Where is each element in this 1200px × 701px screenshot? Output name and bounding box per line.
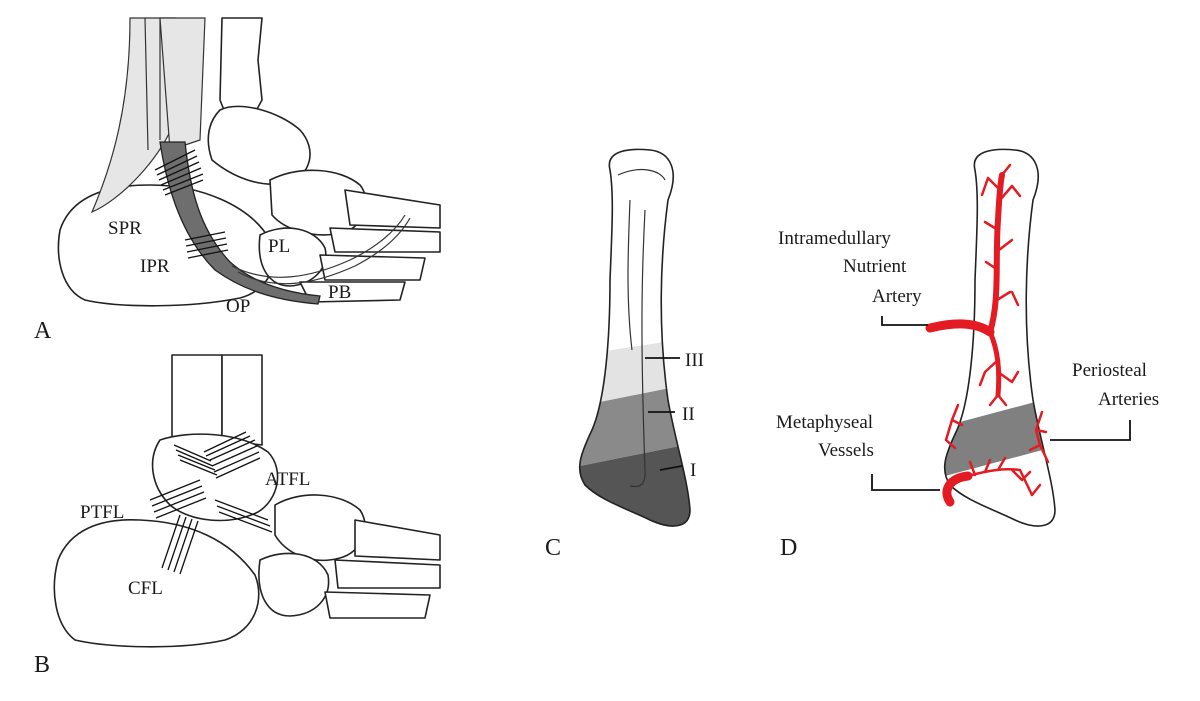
label-metaphyseal-line-1: Metaphyseal — [776, 412, 873, 433]
peroneal-tendon-sheath — [159, 17, 206, 151]
label-periosteal-line-1: Periosteal — [1072, 360, 1147, 381]
metatarsal-1 — [344, 189, 441, 229]
label-ipr: IPR — [140, 256, 170, 277]
label-periosteal-line-2: Arteries — [1098, 389, 1159, 410]
fifth-metatarsal-c — [578, 148, 691, 527]
fifth-metatarsal-d — [943, 148, 1056, 527]
metaphyseal-vessel-branches — [966, 456, 1042, 497]
metatarsal-b3 — [324, 591, 431, 619]
inferior-peroneal-retinaculum — [184, 231, 229, 259]
label-nutrient-line-3: Artery — [872, 286, 922, 307]
peroneus-longus-tendon-outline — [237, 217, 411, 285]
label-nutrient-line-2: Nutrient — [843, 256, 907, 277]
label-atfl: ATFL — [265, 469, 310, 490]
nutrient-artery-ascending — [987, 172, 1005, 335]
talus-b — [151, 433, 279, 522]
superior-peroneal-retinaculum — [154, 149, 204, 196]
panel-a-ankle-tendons: SPR IPR PL PB OP A — [34, 17, 441, 344]
intramedullary-artery — [925, 163, 1022, 407]
peroneus-longus-tendon — [231, 214, 406, 278]
achilles-tendon-lines — [144, 17, 161, 151]
metatarsal-2 — [329, 227, 441, 253]
label-cfl: CFL — [128, 578, 163, 599]
panel-d-blood-supply: Intramedullary Nutrient Artery Periostea… — [776, 148, 1159, 561]
metaphyseal-vessel-trunk — [942, 471, 973, 507]
ligament-fibres-upper — [173, 444, 218, 476]
nutrient-artery-trunk — [925, 319, 995, 337]
label-nutrient-line-1: Intramedullary — [778, 228, 891, 249]
leader-metaphyseal-vessels — [871, 474, 940, 491]
panel-letter-d: D — [780, 535, 797, 561]
label-metaphyseal-line-2: Vessels — [818, 440, 874, 461]
label-zone-2: II — [682, 404, 695, 425]
label-ptfl: PTFL — [80, 502, 124, 523]
label-zone-3: III — [685, 350, 704, 371]
nutrient-artery-upper-branches — [980, 163, 1022, 307]
label-pb: PB — [328, 282, 351, 303]
tibia-b — [221, 354, 263, 446]
panel-b-ankle-ligaments: PTFL ATFL CFL B — [34, 354, 441, 678]
metatarsal-b1 — [354, 519, 441, 561]
posterior-talofibular-ligament — [149, 479, 207, 519]
leader-nutrient-artery — [881, 316, 928, 326]
label-zone-1: I — [690, 460, 696, 481]
metatarsal-c-contours — [617, 168, 666, 488]
periosteal-arteries — [944, 403, 1050, 464]
label-pl: PL — [268, 236, 290, 257]
peroneus-brevis-tendon — [159, 141, 321, 305]
panel-letter-a: A — [34, 318, 52, 344]
nutrient-artery-lower-branches — [978, 358, 1020, 407]
metatarsal-b2 — [334, 559, 441, 589]
calcaneofibular-ligament — [161, 514, 199, 575]
label-spr: SPR — [108, 218, 142, 239]
panel-c-fifth-metatarsal-zones: III II I C — [545, 148, 704, 561]
tibia — [219, 17, 263, 121]
calcaneus-b — [53, 519, 260, 648]
fibula-b — [171, 354, 223, 441]
label-op: OP — [226, 296, 250, 317]
ligament-fibres-lower — [214, 499, 273, 533]
calcaneus — [57, 184, 275, 307]
panel-letter-b: B — [34, 652, 50, 678]
leader-zone-1 — [659, 465, 683, 471]
anterior-talofibular-ligament — [203, 431, 261, 479]
navicular-b — [274, 494, 366, 562]
cuboid-b — [258, 552, 330, 617]
panel-letter-c: C — [545, 535, 561, 561]
metatarsal-3 — [319, 254, 426, 281]
leader-periosteal-arteries — [1050, 420, 1131, 441]
